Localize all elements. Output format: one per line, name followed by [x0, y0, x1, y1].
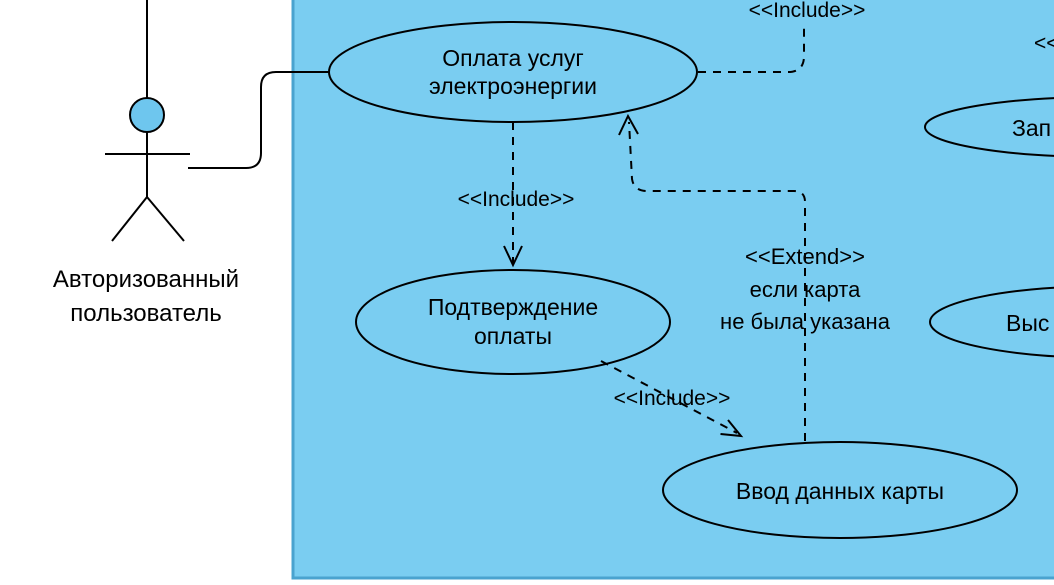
actor-head: [129, 97, 165, 133]
extend-label-line1: <<Extend>>: [745, 244, 865, 269]
usecase-cropped-right-bottom-label: Выс: [1006, 310, 1049, 336]
usecase-confirm-payment: [355, 269, 671, 375]
actor-label-line1: Авторизованный: [53, 266, 239, 293]
extend-label-line2: если карта: [750, 277, 861, 302]
usecase-confirm-payment-label-line2: оплаты: [474, 323, 552, 349]
usecase-cropped-right-top: [924, 97, 1054, 157]
actor-label-line2: пользователь: [70, 300, 222, 327]
include-dependency-top: [698, 24, 805, 73]
usecase-enter-card-data-label: Ввод данных карты: [736, 478, 944, 504]
actor-authorized-user: [105, 0, 190, 242]
include-dependency-bottom: [600, 360, 738, 434]
extend-arrowhead: [618, 113, 639, 136]
usecase-pay-electricity-label-line1: Оплата услуг: [442, 45, 584, 71]
include-bottom-label: <<Include>>: [614, 387, 731, 410]
association-actor-pay: [188, 71, 329, 169]
usecase-pay-electricity-label-line2: электроэнергии: [429, 73, 597, 99]
actor-left-leg: [111, 196, 148, 242]
usecase-cropped-right-top-label: Зап: [1012, 115, 1051, 141]
include-top-label: <<Include>>: [749, 0, 866, 22]
usecase-confirm-payment-label-line1: Подтверждение: [428, 294, 598, 320]
include-middle-arrowhead: [503, 245, 523, 268]
usecase-enter-card-data: [662, 441, 1018, 539]
extend-label-line3: не была указана: [720, 309, 891, 334]
actor-right-leg: [146, 196, 185, 242]
include-bottom-arrowhead: [720, 419, 744, 438]
include-middle-label: <<Include>>: [458, 188, 575, 211]
cropped-stereotype-label: <<: [1034, 32, 1054, 55]
extend-dependency: [628, 121, 806, 441]
usecase-cropped-right-bottom: [929, 286, 1054, 358]
